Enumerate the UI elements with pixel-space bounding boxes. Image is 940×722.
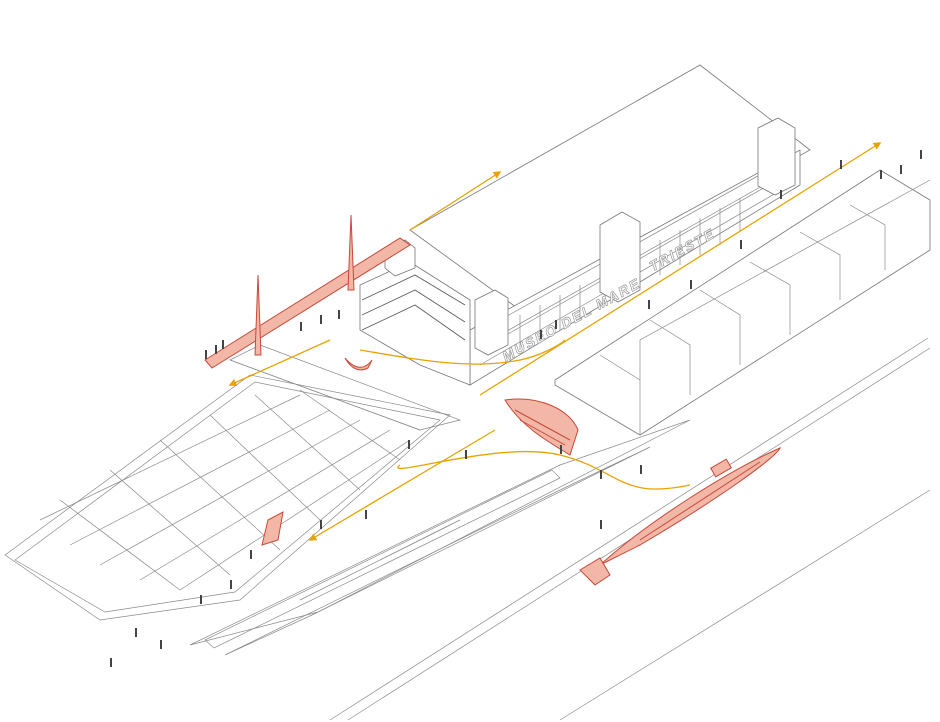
museum-building xyxy=(359,64,811,386)
person-icon xyxy=(648,300,650,309)
person-icon xyxy=(920,150,922,159)
person-icon xyxy=(300,322,302,331)
people xyxy=(110,150,922,667)
small-exhibit-bow xyxy=(344,357,373,371)
person-icon xyxy=(110,658,112,667)
person-icon xyxy=(740,240,742,249)
person-icon xyxy=(160,640,162,649)
person-icon xyxy=(840,160,842,169)
pier-basin xyxy=(189,419,691,656)
person-icon xyxy=(215,345,217,354)
person-icon xyxy=(465,450,467,459)
person-icon xyxy=(222,340,224,349)
person-icon xyxy=(408,440,410,449)
person-icon xyxy=(640,465,642,474)
person-icon xyxy=(880,170,882,179)
person-icon xyxy=(338,310,340,319)
circulation-paths xyxy=(228,142,882,541)
submarine xyxy=(579,446,782,586)
person-icon xyxy=(320,520,322,529)
exhibit-pillar-left xyxy=(204,214,411,369)
person-icon xyxy=(600,470,602,479)
person-icon xyxy=(200,595,202,604)
person-icon xyxy=(780,190,782,199)
small-exhibit-stern xyxy=(261,511,284,546)
person-icon xyxy=(135,628,137,637)
person-icon xyxy=(690,280,692,289)
person-icon xyxy=(320,315,322,324)
ground-floor-plan xyxy=(4,344,462,621)
person-icon xyxy=(365,510,367,519)
boat-hull xyxy=(504,398,579,456)
person-icon xyxy=(230,580,232,589)
person-icon xyxy=(540,330,542,339)
person-icon xyxy=(555,320,557,329)
person-icon xyxy=(205,350,207,359)
person-icon xyxy=(560,445,562,454)
person-icon xyxy=(900,165,902,174)
person-icon xyxy=(250,550,252,559)
person-icon xyxy=(600,520,602,529)
